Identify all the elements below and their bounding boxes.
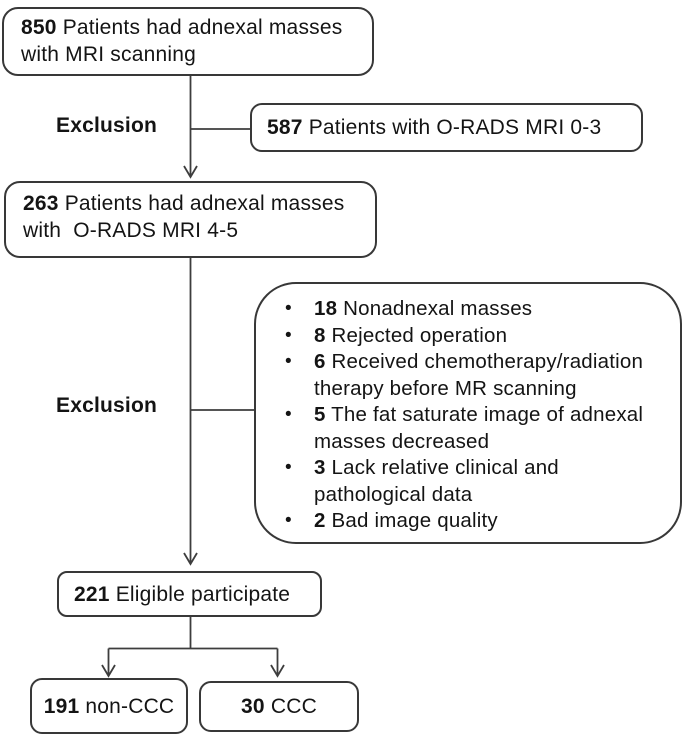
box-263-label: Patients had adnexal masses with O-RADS … [23,192,351,242]
box-587-count: 587 [267,116,303,139]
bullet-icon: • [285,298,292,319]
bullet-icon: • [285,457,292,478]
exclusion-reasons-box: • 18 Nonadnexal masses • 8 Rejected operat… [254,282,682,544]
arrow-to-ccc-head [270,664,285,678]
box-850-label: Patients had adnexal masses with MRI sca… [21,16,343,66]
box-non-ccc-label: non-CCC [85,694,175,718]
exclusion-reasons-list: • 18 Nonadnexal masses • 8 Rejected operat… [256,284,680,535]
bullet-icon: • [285,351,292,372]
arrow-to-non-ccc-head [101,664,116,678]
exclusion-reason-item: • 6 Received chemotherapy/radiation thera… [256,349,648,402]
bullet-icon: • [285,510,292,531]
reason-count: 5 [314,403,326,426]
reason-label: Bad image quality [331,509,498,532]
box-587-text: 587 Patients with O-RADS MRI 0-3 [267,114,601,141]
box-221-label: Eligible participate [115,582,291,606]
bullet-icon: • [285,324,292,346]
reason-label: Received chemotherapy/radiation therapy … [314,350,644,400]
box-ccc-count: 30 [241,695,265,718]
box-ccc-text: 30 CCC [241,693,317,720]
box-263-patients: 263 Patients had adnexal masses with O-R… [4,181,377,258]
box-221-count: 221 [74,582,110,606]
box-850-patients: 850 Patients had adnexal masses with MRI… [2,7,374,76]
exclusion-label-2: Exclusion [56,394,157,417]
exclusion-reason-item: • 8 Rejected operation [256,323,648,350]
reason-label: Lack relative clinical and pathological … [314,456,559,506]
reason-count: 18 [314,297,338,320]
bullet-icon: • [285,404,292,425]
exclusion-reason-item: • 18 Nonadnexal masses [256,296,648,323]
box-ccc-label: CCC [270,695,317,718]
arrow-263-to-221-head [183,552,198,566]
exclusion-reason-item: • 2 Bad image quality [256,508,648,535]
reason-count: 8 [314,323,326,347]
reason-label: The fat saturate image of adnexal masses… [314,403,644,453]
box-non-ccc-count: 191 [43,694,80,718]
box-221-text: 221 Eligible participate [74,581,290,608]
box-221-eligible: 221 Eligible participate [57,571,322,617]
reason-label: Rejected operation [331,323,508,347]
exclusion-reason-item: • 5 The fat saturate image of adnexal mas… [256,402,648,455]
exclusion-label-1: Exclusion [56,114,157,137]
arrow-850-to-263-head [183,165,198,179]
box-587-excluded: 587 Patients with O-RADS MRI 0-3 [250,103,643,152]
box-non-ccc-text: 191 non-CCC [44,693,175,720]
box-263-count: 263 [23,192,59,215]
reason-label: Nonadnexal masses [343,297,533,320]
reason-count: 6 [314,350,326,373]
box-non-ccc: 191 non-CCC [30,678,188,734]
reason-count: 2 [314,509,326,532]
reason-count: 3 [314,456,326,479]
box-850-count: 850 [21,16,57,39]
box-587-label: Patients with O-RADS MRI 0-3 [308,116,602,139]
exclusion-reason-item: • 3 Lack relative clinical and pathologic… [256,455,648,508]
box-ccc: 30 CCC [199,681,359,732]
